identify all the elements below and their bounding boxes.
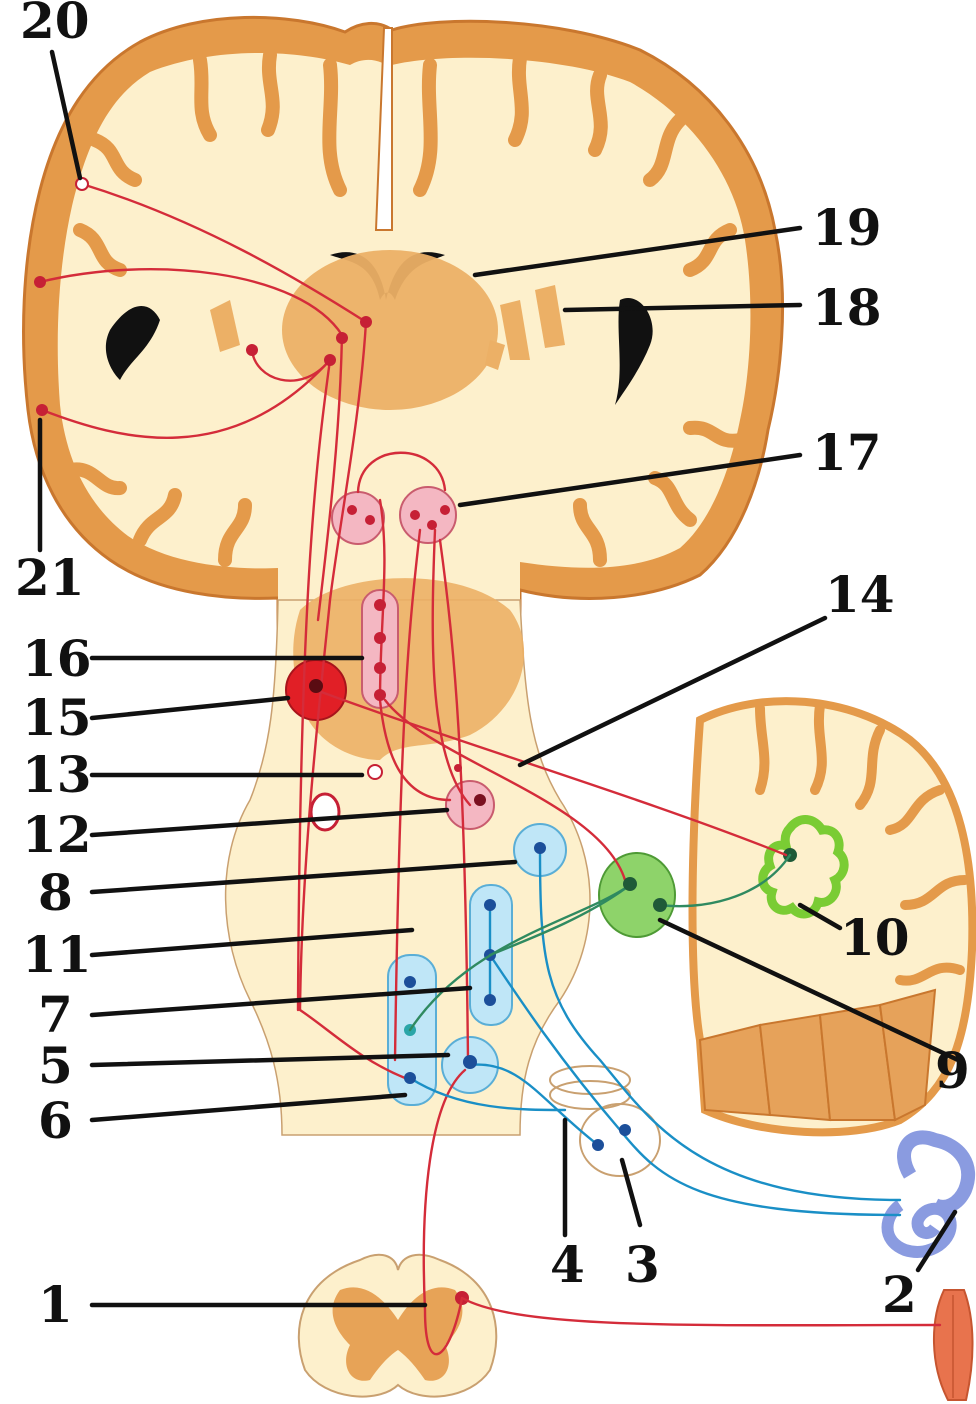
vestibular-neuron (463, 1055, 477, 1069)
label-21: 21 (15, 548, 85, 607)
thalamic-neuron (360, 316, 372, 328)
label-6: 6 (38, 1091, 73, 1150)
ganglion-neuron (619, 1124, 631, 1136)
vestibular-neuron (404, 976, 416, 988)
spinal-cord-section (299, 1255, 496, 1397)
label-15: 15 (22, 688, 92, 747)
cortical-neuron (34, 276, 46, 288)
oval-nucleus (311, 794, 339, 830)
cortical-neuron (36, 404, 48, 416)
pink-nucleus-right (400, 487, 456, 543)
small-nucleus (368, 765, 382, 779)
basal-neuron (440, 505, 450, 515)
label-2: 2 (882, 1265, 917, 1324)
vestibular-neuron (534, 842, 546, 854)
nucleus-neuron (374, 599, 386, 611)
semicircular-canals (904, 1137, 968, 1207)
label-1: 1 (38, 1275, 73, 1334)
cochlea (888, 1205, 951, 1252)
pontine-neuron (454, 764, 462, 772)
cerebellum (693, 701, 973, 1132)
nucleus-neuron (374, 632, 386, 644)
label-8: 8 (38, 863, 73, 922)
vestibular-neuron (404, 1072, 416, 1084)
cerebellar-nucleus (599, 853, 675, 937)
pontine-neuron (474, 794, 486, 806)
label-17: 17 (812, 423, 882, 482)
label-20: 20 (20, 0, 90, 50)
nucleus-neuron (374, 662, 386, 674)
nucleus-neuron (374, 689, 386, 701)
label-10: 10 (840, 908, 910, 967)
label-14: 14 (825, 565, 895, 624)
label-5: 5 (38, 1036, 73, 1095)
brain-coronal-section (24, 17, 783, 640)
inner-ear (888, 1137, 969, 1252)
thalamic-neuron (336, 332, 348, 344)
red-nucleus-neuron (309, 679, 323, 693)
label-11: 11 (22, 925, 92, 984)
label-9: 9 (935, 1041, 970, 1100)
striatal-neuron (246, 344, 258, 356)
label-3: 3 (625, 1235, 660, 1294)
label-18: 18 (812, 278, 882, 337)
basal-neuron (365, 515, 375, 525)
basal-neuron (410, 510, 420, 520)
basal-neuron (347, 505, 357, 515)
label-13: 13 (22, 745, 92, 804)
cortical-neuron (76, 178, 88, 190)
ganglion-neuron (592, 1139, 604, 1151)
label-4: 4 (550, 1235, 585, 1294)
cerebellar-neuron (623, 877, 637, 891)
thalamic-neuron (324, 354, 336, 366)
label-12: 12 (22, 805, 92, 864)
label-16: 16 (22, 629, 92, 688)
skeletal-muscle (934, 1290, 973, 1400)
vestibular-neuron (484, 994, 496, 1006)
basal-neuron (427, 520, 437, 530)
label-19: 19 (812, 198, 882, 257)
cerebellar-neuron (653, 898, 667, 912)
thalamus-nucleus (282, 250, 498, 410)
vestibular-neuron (484, 899, 496, 911)
leader-15 (92, 698, 288, 718)
